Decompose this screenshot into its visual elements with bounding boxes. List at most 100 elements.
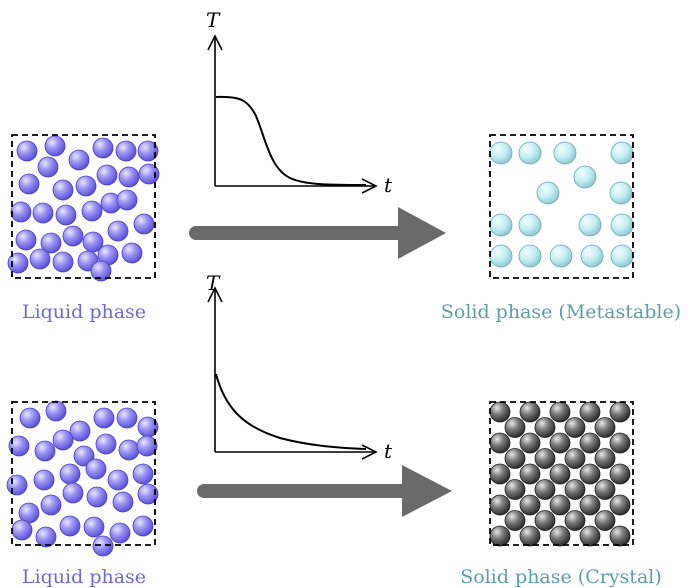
liquid-particle — [90, 260, 112, 282]
x-axis-label-2: t — [384, 439, 393, 463]
liquid-particle — [138, 163, 160, 185]
liquid-particle — [116, 407, 138, 429]
liquid-particle — [115, 140, 137, 162]
liquid-particle — [86, 486, 108, 508]
liquid-particle — [133, 213, 155, 235]
liquid-particle — [93, 407, 115, 429]
crystal-particle — [594, 448, 616, 469]
crystal-particle — [504, 510, 526, 531]
crystal-particle — [549, 463, 571, 485]
liquid-particle — [52, 251, 74, 273]
crystal-particle — [609, 432, 631, 454]
crystal-particle — [549, 401, 571, 423]
liquid-particle — [7, 252, 29, 274]
crystal-particle — [564, 510, 586, 531]
crystal-particle — [489, 525, 511, 547]
metastable-particle — [580, 244, 604, 268]
liquid-particle — [121, 242, 143, 264]
y-axis-arrowhead-2 — [207, 286, 223, 303]
liquid-particle — [73, 445, 95, 467]
liquid-box-2 — [11, 401, 156, 546]
row-2: Liquid phase T t Solid phase (Crystal) — [6, 271, 662, 588]
liquid-particle — [45, 400, 67, 422]
liquid-particle — [132, 515, 154, 537]
metastable-particle — [518, 213, 542, 237]
crystal-particle — [489, 401, 511, 423]
liquid-particle — [62, 482, 84, 504]
crystal-particle — [534, 448, 556, 469]
liquid-phase-panel-1 — [7, 134, 160, 282]
crystal-particle — [519, 401, 541, 423]
liquid-particle — [137, 140, 159, 162]
crystal-particle — [534, 479, 556, 500]
metastable-particle — [610, 244, 634, 268]
liquid-particle — [92, 137, 114, 159]
metastable-particle — [549, 244, 573, 268]
liquid-phase-label-2: Liquid phase — [22, 566, 146, 588]
liquid-particle — [109, 522, 131, 544]
liquid-particle — [52, 429, 74, 451]
liquid-particle — [95, 433, 117, 455]
transition-arrow-2 — [197, 465, 452, 517]
liquid-particle — [29, 248, 51, 270]
x-axis-arrowhead-1 — [361, 178, 378, 194]
liquid-particle — [15, 229, 37, 251]
liquid-particle — [96, 164, 118, 186]
liquid-particles-1 — [7, 135, 160, 282]
crystal-particle — [504, 448, 526, 469]
liquid-particle — [118, 166, 140, 188]
metastable-particle — [610, 213, 634, 237]
metastable-particle — [553, 141, 577, 165]
liquid-particle — [18, 173, 40, 195]
liquid-box-1 — [11, 134, 156, 279]
liquid-particles-2 — [6, 400, 159, 557]
temperature-graph-2: T t — [206, 271, 393, 463]
crystal-phase-panel — [489, 401, 634, 547]
metastable-particle — [489, 141, 513, 165]
liquid-particle — [132, 463, 154, 485]
crystal-particle — [519, 525, 541, 547]
crystal-particle — [489, 463, 511, 485]
metastable-particle — [518, 244, 542, 268]
liquid-particle — [69, 420, 91, 442]
crystal-particle — [609, 494, 631, 516]
x-axis-label-1: t — [384, 173, 393, 197]
arrow-head-2 — [402, 465, 452, 517]
metastable-particle — [489, 213, 513, 237]
crystal-particle — [519, 494, 541, 516]
metastable-particle — [610, 141, 634, 165]
metastable-particle — [489, 244, 513, 268]
liquid-particle — [68, 149, 90, 171]
liquid-particle — [10, 201, 32, 223]
metastable-particle — [573, 165, 597, 189]
arrow-head-1 — [398, 207, 446, 259]
metastable-particle — [578, 213, 602, 237]
liquid-phase-label-1: Liquid phase — [22, 301, 146, 323]
crystal-particle — [579, 432, 601, 454]
crystal-particle — [594, 510, 616, 531]
temperature-graph-1: T t — [206, 8, 393, 197]
liquid-particle — [137, 483, 159, 505]
crystal-box — [489, 401, 634, 546]
liquid-particle — [34, 440, 56, 462]
crystal-particle — [594, 417, 616, 438]
crystal-particle — [579, 494, 601, 516]
crystal-particle — [609, 401, 631, 423]
cooling-curve-1 — [215, 95, 367, 186]
liquid-particle — [112, 491, 134, 513]
row-1: Liquid phase T t Solid phase (Metastable… — [7, 8, 681, 323]
liquid-particle — [37, 156, 59, 178]
liquid-particle — [16, 140, 38, 162]
crystal-particle — [549, 494, 571, 516]
crystal-particle — [579, 401, 601, 423]
liquid-particle — [32, 202, 54, 224]
crystal-particle — [564, 479, 586, 500]
liquid-particle — [116, 189, 138, 211]
liquid-particle — [62, 225, 84, 247]
cooling-curve-2 — [215, 373, 367, 450]
crystal-particle — [519, 432, 541, 454]
crystal-particles — [489, 401, 631, 547]
crystal-particle — [504, 417, 526, 438]
liquid-particle — [55, 204, 77, 226]
